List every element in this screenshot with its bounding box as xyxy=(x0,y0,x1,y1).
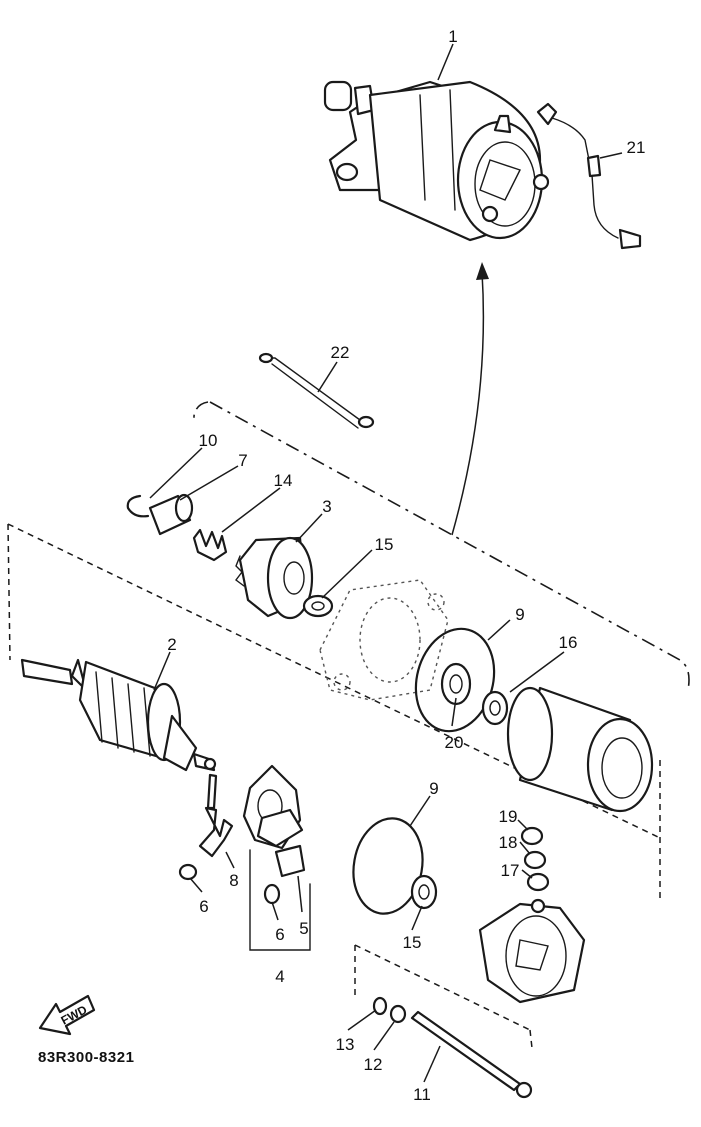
callout-10: 10 xyxy=(199,431,218,450)
seal-washer xyxy=(440,662,472,706)
callout-15-lower: 15 xyxy=(403,933,422,952)
callout-14: 14 xyxy=(274,471,293,490)
callout-16: 16 xyxy=(559,633,578,652)
washer-12 xyxy=(389,1004,407,1024)
callout-2: 2 xyxy=(167,635,176,654)
brush xyxy=(274,844,306,878)
washer-lower xyxy=(410,874,438,910)
ground-lead xyxy=(258,352,375,429)
part-4-bracket xyxy=(249,849,311,951)
nut-17 xyxy=(526,872,550,892)
starter-motor-complete xyxy=(323,80,550,242)
callout-20: 20 xyxy=(445,733,464,752)
through-bolt xyxy=(410,1010,533,1099)
starter-yoke xyxy=(506,686,654,813)
callout-21: 21 xyxy=(627,138,646,157)
washer-16 xyxy=(481,690,509,726)
leader-lines xyxy=(149,43,623,1083)
callout-18: 18 xyxy=(499,833,518,852)
brush-holder xyxy=(198,773,304,858)
nut-19 xyxy=(520,826,544,846)
callout-13: 13 xyxy=(336,1035,355,1054)
circlip xyxy=(126,494,150,518)
end-cover-frame xyxy=(354,944,533,1049)
assembly-arrow xyxy=(451,271,485,536)
armature xyxy=(20,658,217,772)
callout-8: 8 xyxy=(229,871,238,890)
callout-4: 4 xyxy=(275,967,284,986)
callout-7: 7 xyxy=(238,451,247,470)
callout-6-left: 6 xyxy=(199,897,208,916)
spring xyxy=(192,528,228,562)
o-ring-upper xyxy=(414,627,496,733)
callout-labels: 1 21 22 10 7 14 3 15 9 16 20 2 9 19 18 1… xyxy=(167,27,645,1104)
callout-9-lower: 9 xyxy=(429,779,438,798)
callout-9-upper: 9 xyxy=(515,605,524,624)
collar xyxy=(148,493,194,536)
callout-17: 17 xyxy=(501,861,520,880)
washer-18 xyxy=(523,850,547,870)
callout-1: 1 xyxy=(448,27,457,46)
callout-3: 3 xyxy=(322,497,331,516)
washer-6-left xyxy=(178,863,198,881)
assembly-arrow-head xyxy=(476,262,489,280)
o-ring-lower xyxy=(352,817,424,915)
callout-5: 5 xyxy=(299,919,308,938)
washer-6-right xyxy=(263,883,281,905)
washer-upper xyxy=(302,594,334,618)
upper-assembly-frame xyxy=(193,401,690,691)
washer-13 xyxy=(372,996,388,1016)
pinion-clutch xyxy=(235,536,314,620)
callout-19: 19 xyxy=(499,807,518,826)
front-bracket-ghost xyxy=(319,579,449,701)
callout-22: 22 xyxy=(331,343,350,362)
callout-6-right: 6 xyxy=(275,925,284,944)
rear-cover xyxy=(478,898,586,1004)
callout-15-upper: 15 xyxy=(375,535,394,554)
callout-11: 11 xyxy=(413,1085,431,1104)
diagram-code: 83R300-8321 xyxy=(38,1049,134,1066)
fwd-arrow-icon: FWD xyxy=(38,994,96,1036)
callout-12: 12 xyxy=(364,1055,383,1074)
lead-wire xyxy=(536,102,642,250)
lower-assembly-frame xyxy=(7,523,661,900)
